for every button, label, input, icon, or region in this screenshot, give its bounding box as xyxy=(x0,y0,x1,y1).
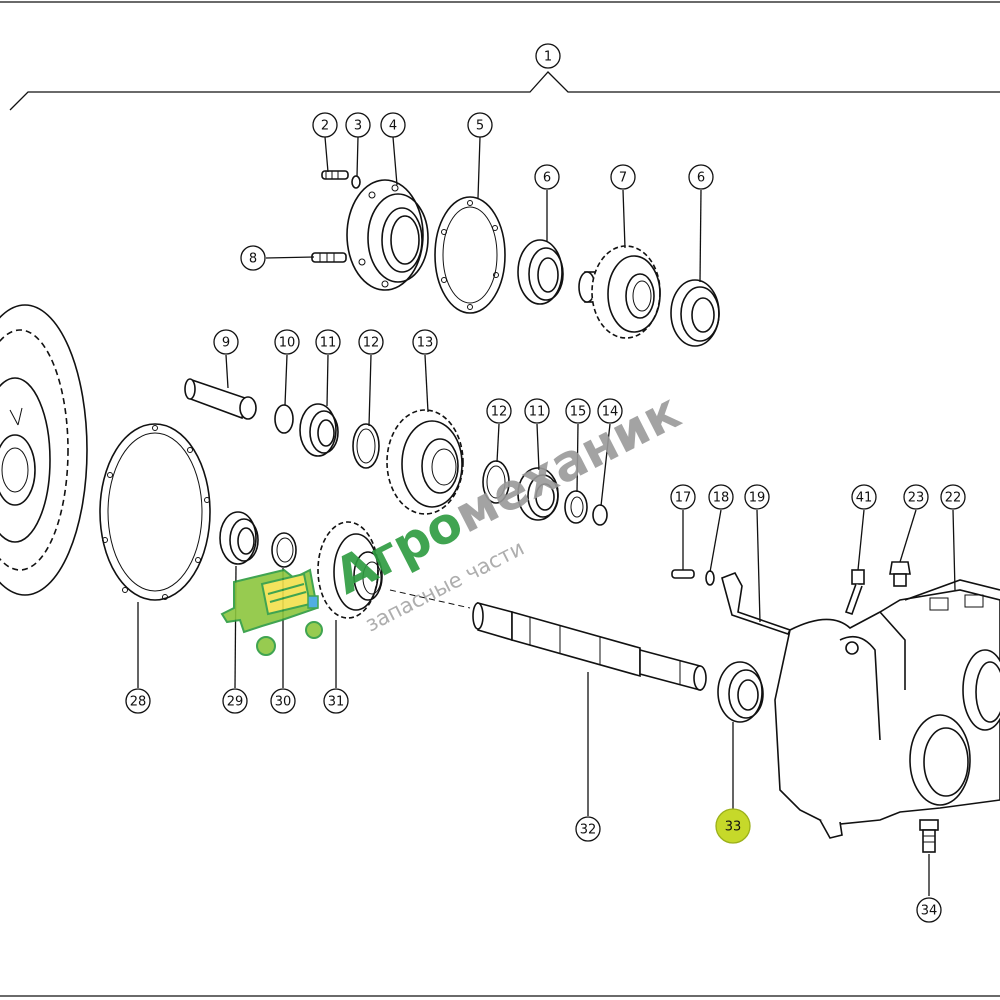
part-splined-shaft xyxy=(472,601,707,692)
part-pinion-gear xyxy=(317,521,383,619)
part-drain-plug xyxy=(919,819,939,853)
part-small-screw xyxy=(671,569,695,579)
callout-number: 32 xyxy=(580,823,597,838)
callout-11: 11 xyxy=(524,398,550,424)
callout-31: 31 xyxy=(323,688,349,714)
callout-number: 18 xyxy=(713,491,730,506)
part-retaining-ring xyxy=(352,423,380,469)
callout-11: 11 xyxy=(315,329,341,355)
callout-1: 1 xyxy=(535,43,561,69)
callout-number: 11 xyxy=(320,336,337,351)
part-pin xyxy=(184,378,257,420)
part-seal-ring xyxy=(271,532,297,568)
callout-8: 8 xyxy=(240,245,266,271)
part-large-gear xyxy=(386,409,464,515)
part-bearing xyxy=(517,467,559,521)
callout-14: 14 xyxy=(597,398,623,424)
callout-number: 23 xyxy=(908,491,925,506)
part-long-screw xyxy=(311,252,347,263)
callout-number: 28 xyxy=(130,695,147,710)
part-screw xyxy=(321,170,349,180)
callout-15: 15 xyxy=(565,398,591,424)
callout-5: 5 xyxy=(467,112,493,138)
callout-number: 3 xyxy=(354,119,362,134)
part-gasket-small xyxy=(434,196,506,314)
callout-number: 10 xyxy=(279,336,296,351)
callout-number: 30 xyxy=(275,695,292,710)
assembly-bracket xyxy=(9,71,1000,111)
callout-6: 6 xyxy=(688,164,714,190)
callout-29: 29 xyxy=(222,688,248,714)
callout-number: 19 xyxy=(749,491,766,506)
part-bearing xyxy=(517,239,564,305)
part-breather xyxy=(844,569,865,616)
callout-number: 6 xyxy=(543,171,551,186)
callout-number: 7 xyxy=(619,171,627,186)
callout-30: 30 xyxy=(270,688,296,714)
callout-33-highlighted[interactable]: 33 xyxy=(715,808,751,844)
part-bearing-cover xyxy=(346,179,429,291)
callout-number: 31 xyxy=(328,695,345,710)
callout-number: 1 xyxy=(544,50,552,65)
callout-number: 11 xyxy=(529,405,546,420)
part-snap-ring xyxy=(274,404,294,434)
part-gearbox-housing xyxy=(774,579,1000,839)
part-small-washer xyxy=(705,570,715,586)
part-bearing xyxy=(670,279,720,347)
callout-3: 3 xyxy=(345,112,371,138)
callout-number: 41 xyxy=(856,491,873,506)
callout-18: 18 xyxy=(708,484,734,510)
part-bracket xyxy=(721,572,792,635)
callout-7: 7 xyxy=(610,164,636,190)
callout-number: 17 xyxy=(675,491,692,506)
callout-12: 12 xyxy=(486,398,512,424)
callout-number: 6 xyxy=(697,171,705,186)
callout-19: 19 xyxy=(744,484,770,510)
part-gasket-large xyxy=(99,423,211,601)
callout-number: 34 xyxy=(921,904,938,919)
callout-41: 41 xyxy=(851,484,877,510)
callout-number: 29 xyxy=(227,695,244,710)
harvester-logo-icon xyxy=(220,568,323,656)
callout-6: 6 xyxy=(534,164,560,190)
callout-4: 4 xyxy=(380,112,406,138)
callout-2: 2 xyxy=(312,112,338,138)
part-shaft-seal xyxy=(717,661,764,723)
callout-number: 15 xyxy=(570,405,587,420)
callout-23: 23 xyxy=(903,484,929,510)
callout-number: 13 xyxy=(417,336,434,351)
highlight-marker xyxy=(715,808,751,844)
callout-number: 12 xyxy=(363,336,380,351)
callout-22: 22 xyxy=(940,484,966,510)
part-bearing xyxy=(219,511,259,565)
callout-number: 4 xyxy=(389,119,397,134)
callout-28: 28 xyxy=(125,688,151,714)
part-spacer-ring xyxy=(564,490,588,524)
callout-number: 9 xyxy=(222,336,230,351)
callout-number: 12 xyxy=(491,405,508,420)
part-o-ring xyxy=(592,504,608,526)
callout-13: 13 xyxy=(412,329,438,355)
callout-17: 17 xyxy=(670,484,696,510)
part-gear xyxy=(578,245,661,339)
callout-10: 10 xyxy=(274,329,300,355)
callout-number: 8 xyxy=(249,252,257,267)
callout-number: 5 xyxy=(476,119,484,134)
part-washer xyxy=(351,175,361,189)
callout-number: 33 xyxy=(725,820,742,835)
part-plug xyxy=(889,561,911,587)
part-drive-disc xyxy=(0,304,88,596)
part-retaining-ring xyxy=(482,460,510,504)
callout-number: 14 xyxy=(602,405,619,420)
leader-lines xyxy=(137,136,956,896)
callout-34: 34 xyxy=(916,897,942,923)
callout-number: 2 xyxy=(321,119,329,134)
callout-9: 9 xyxy=(213,329,239,355)
callout-32: 32 xyxy=(575,816,601,842)
part-bearing xyxy=(299,403,339,457)
callout-number: 22 xyxy=(945,491,962,506)
callout-12: 12 xyxy=(358,329,384,355)
